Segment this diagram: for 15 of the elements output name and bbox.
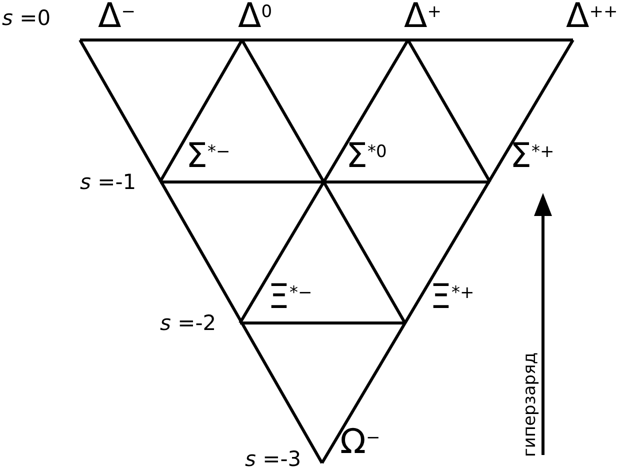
strangeness-label: s =-1 bbox=[80, 170, 136, 194]
particle-label: Ξ$^{*+}$ bbox=[430, 279, 474, 315]
axis-label: гиперзаряд bbox=[520, 352, 540, 457]
particle-label: Ξ$^{*−}$ bbox=[268, 279, 312, 315]
particle-label: Σ$^{*−}$ bbox=[186, 138, 230, 174]
strangeness-label: s =0 bbox=[2, 6, 51, 30]
particle-label: Ω$^{−}$ bbox=[340, 424, 380, 460]
particle-label: Δ$^{−}$ bbox=[98, 0, 136, 34]
particle-label: Σ$^{*+}$ bbox=[510, 138, 554, 174]
particle-label: Δ$^{+}$ bbox=[404, 0, 442, 34]
particle-label: Δ$^{++}$ bbox=[566, 0, 618, 34]
strangeness-label: s =-3 bbox=[245, 447, 302, 471]
particle-label: Σ$^{*0}$ bbox=[346, 138, 387, 174]
strangeness-label: s =-2 bbox=[160, 311, 216, 335]
particle-label: Δ$^{0}$ bbox=[238, 0, 272, 34]
